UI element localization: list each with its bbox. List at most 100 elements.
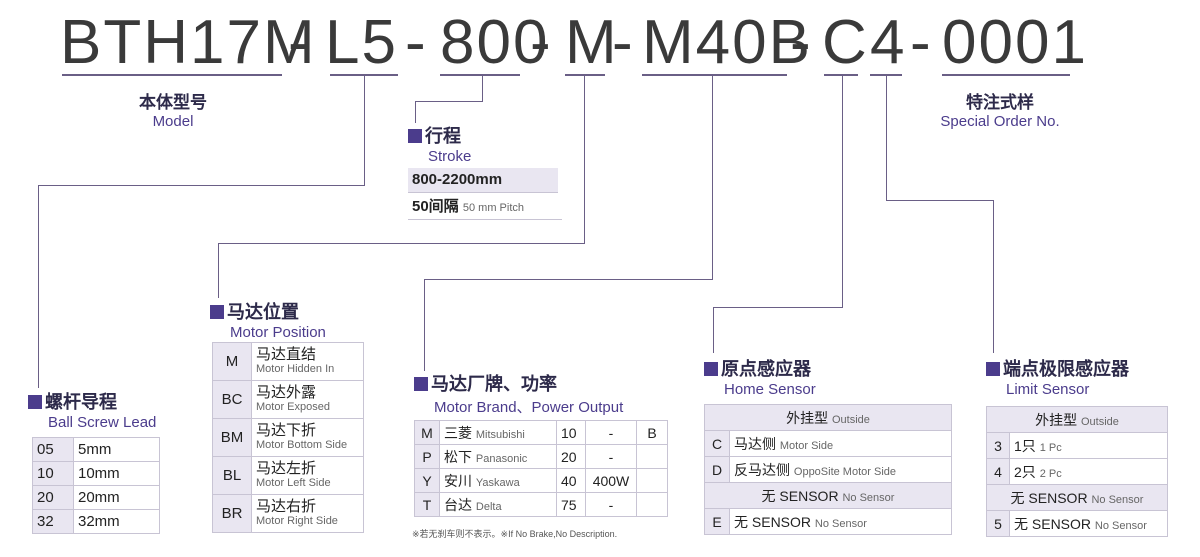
table-row: 外挂型 Outside [986,406,1168,433]
mp-en: Motor Hidden In [256,362,335,375]
hs-en: OppoSite Motor Side [793,465,897,478]
lead-code: 10 [32,461,74,486]
motor-position-en: Motor Position [230,324,326,341]
mb-p1: 10 [556,420,586,445]
connector-home-sensor [713,307,843,308]
lead-code: 20 [32,485,74,510]
lead-value: 20mm [73,485,160,510]
mb-p1: 40 [556,468,586,493]
connector-home-sensor [713,307,714,353]
connector-motor-position [218,243,219,298]
mb-p2: 400W [585,468,637,493]
ls-en: No Sensor [1094,519,1147,532]
lead-value: 5mm [73,437,160,462]
table-row: 外挂型 Outside [704,404,952,431]
connector-stroke [482,76,483,102]
hs-code: C [704,430,730,457]
stroke-pitch: 50间隔 50 mm Pitch [408,195,562,220]
mp-code: BM [212,418,252,457]
code-stroke: 800 [440,8,550,77]
code-limit-sensor: 4 [870,8,907,77]
lead-value: 32mm [73,509,160,534]
mp-code: M [212,342,252,381]
connector-lead [364,76,365,186]
limit-sensor-cn: 端点极限感应器 [1003,359,1129,379]
mb-en: Yaskawa [475,476,520,489]
hs-en: Motor Side [779,439,834,452]
ls-en: 2 Pc [1039,467,1062,480]
mp-cn: 马达直结 [256,345,317,363]
limit-sensor-en: Limit Sensor [1006,381,1090,398]
model-cn: 本体型号 [139,93,207,112]
lead-en: Ball Screw Lead [48,414,157,431]
ls-en: 1 Pc [1039,441,1062,454]
connector-stroke [415,101,416,123]
mp-en: Motor Left Side [256,476,331,489]
mb-cn: 台达 [444,496,472,513]
underline-home-sensor [824,74,858,76]
stroke-pitch-cn: 50间隔 [412,198,459,215]
code-lead: L5 [325,8,398,77]
lead-code: 32 [32,509,74,534]
mb-cn: 三菱 [444,424,472,441]
mb-brake: B [636,420,668,445]
hs-code: D [704,456,730,483]
underline-model [62,74,282,76]
mp-code: BR [212,494,252,533]
connector-lead [38,185,365,186]
limit-sensor-heading: 端点极限感应器 Limit Sensor [986,355,1129,398]
mb-p1: 20 [556,444,586,469]
code-special: 0001 [942,8,1088,77]
lead-value: 10mm [73,461,160,486]
motor-brand-cn: 马达厂牌、功率 [431,374,557,394]
code-dash: - [530,8,553,77]
motor-brand-heading: 马达厂牌、功率 Motor Brand、Power Output [414,370,623,417]
ls-cn: 无 SENSOR [1014,515,1092,532]
underline-stroke [440,74,520,76]
lead-heading: 螺杆导程 Ball Screw Lead [28,388,156,431]
mb-p2: - [585,492,637,517]
mp-en: Motor Exposed [256,400,330,413]
connector-stroke [415,101,483,102]
connector-motor-position [218,243,585,244]
ls-code: 3 [986,432,1010,459]
hs-none-en: No Sensor [842,491,895,504]
table-row: P 松下 Panasonic 20 - [414,444,668,469]
connector-limit-sensor [993,200,994,353]
code-home-sensor: C [822,8,869,77]
mp-code: BC [212,380,252,419]
code-dash: - [790,8,813,77]
code-motor-position: M [565,8,619,77]
mb-code: P [414,444,440,469]
square-marker-icon [986,362,1000,376]
ls-head-en: Outside [1080,415,1119,428]
connector-motor-position [584,76,585,244]
mb-code: T [414,492,440,517]
code-model: BTH17M [60,8,317,77]
stroke-pitch-en: 50 mm Pitch [462,202,524,214]
mp-cn: 马达外露 [256,383,317,401]
underline-motor-position [565,74,605,76]
special-cn: 特注式样 [966,93,1034,112]
home-sensor-en: Home Sensor [724,381,816,398]
hs-cn: 马达侧 [734,435,776,452]
connector-motor-brand [424,279,713,280]
mb-p2: - [585,420,637,445]
connector-limit-sensor [886,200,994,201]
motor-brand-table: M 三菱 Mitsubishi 10 - B P 松下 Panasonic 20… [414,420,668,517]
hs-cn: 无 SENSOR [734,513,812,530]
table-row: M 三菱 Mitsubishi 10 - B [414,420,668,445]
connector-motor-brand [424,279,425,371]
